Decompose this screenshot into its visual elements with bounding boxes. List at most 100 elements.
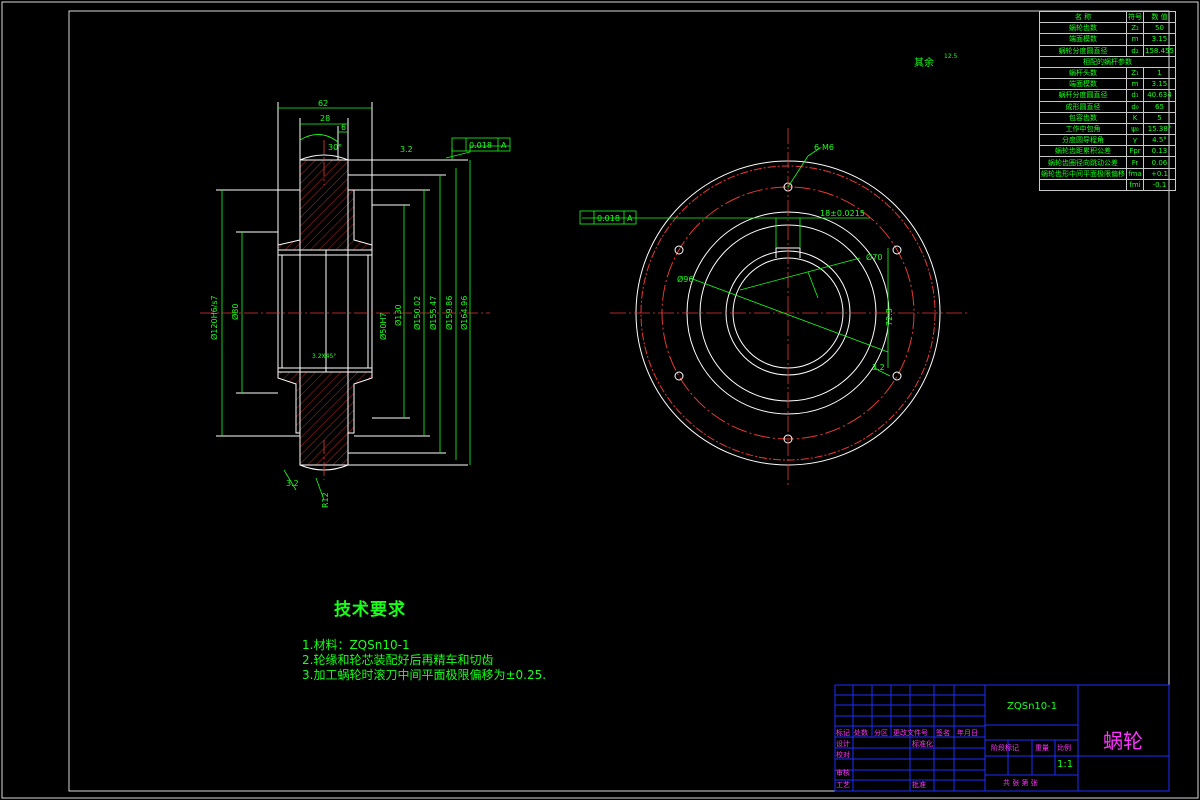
param-name bbox=[1039, 178, 1127, 192]
param-symbol: d₁ bbox=[1126, 89, 1144, 102]
requirement-item-2: 2.轮缘和轮芯装配好后再精车和切齿 bbox=[302, 653, 494, 667]
param-name: 端面模数 bbox=[1039, 78, 1127, 91]
param-symbol: Fpr bbox=[1126, 145, 1144, 158]
dim-rough-right: 3.2 bbox=[872, 363, 885, 372]
table-row: fmi-0.1 bbox=[1039, 178, 1176, 192]
section-centerlines bbox=[200, 140, 490, 480]
param-symbol: Fr bbox=[1126, 156, 1144, 169]
param-value: 50 bbox=[1143, 22, 1176, 35]
tb-label-count: 处数 bbox=[854, 729, 868, 737]
dim-parallel-datum: A bbox=[627, 214, 633, 223]
part-name: 蜗轮 bbox=[1103, 729, 1143, 753]
dim-key-depth: 72.3 bbox=[885, 308, 894, 326]
param-value: 4.5° bbox=[1143, 134, 1176, 147]
dim-runout-tol: 0.018 bbox=[469, 141, 492, 150]
tb-label-stage: 阶段标记 bbox=[991, 744, 1019, 752]
technical-requirements: 技术要求 1.材料：ZQSn10-1 2.轮缘和轮芯装配好后再精车和切齿 3.加… bbox=[302, 595, 546, 683]
param-header-name: 名 称 bbox=[1039, 10, 1127, 24]
param-value: 40.634 bbox=[1143, 89, 1176, 102]
tb-label-check: 校对 bbox=[836, 751, 850, 759]
dim-rough-small: 3.2 bbox=[400, 145, 413, 154]
dim-holes: 6-M6 bbox=[814, 143, 834, 152]
param-symbol: fmi bbox=[1126, 178, 1144, 192]
dim-overall-width: 62 bbox=[318, 99, 328, 108]
param-value: 65 bbox=[1143, 100, 1176, 113]
param-symbol: m bbox=[1126, 33, 1144, 46]
dim-radius: R12 bbox=[321, 492, 330, 508]
param-name: 蜗轮齿距累积公差 bbox=[1039, 145, 1127, 158]
param-value: 158.455 bbox=[1143, 44, 1176, 57]
tb-label-process: 工艺 bbox=[836, 781, 850, 789]
dim-small-width: 6 bbox=[341, 123, 346, 132]
tb-label-approve: 批准 bbox=[912, 781, 926, 789]
dim-key-label: Ø70 bbox=[866, 252, 882, 262]
dim-angle: 30° bbox=[328, 143, 342, 152]
dim-d-159: Ø159.86 bbox=[444, 296, 454, 330]
param-value: 0.13 bbox=[1143, 145, 1176, 158]
title-block: ZQSn10-1 蜗轮 标记 处数 分区 更改文件号 签名 年月日 设计 标准化… bbox=[835, 685, 1169, 791]
dim-rough-left: 3.2 bbox=[286, 479, 299, 488]
param-value: 3.15 bbox=[1143, 78, 1176, 91]
tb-label-date: 年月日 bbox=[957, 729, 978, 737]
tb-label-std: 标准化 bbox=[912, 740, 933, 748]
param-value: 3.15 bbox=[1143, 33, 1176, 46]
tb-label-review: 审核 bbox=[836, 769, 850, 777]
param-value: 5 bbox=[1143, 111, 1176, 124]
dim-datum: A bbox=[501, 141, 507, 150]
dimension-labels: 62 28 6 30° 3.2 0.018 A 3.2X45° Ø120H6/s… bbox=[209, 53, 958, 508]
param-name: 包容齿数 bbox=[1039, 111, 1127, 124]
dim-d-155: Ø155.47 bbox=[428, 296, 438, 330]
tb-label-design: 设计 bbox=[836, 740, 850, 748]
front-dimensions bbox=[579, 147, 891, 377]
param-header-value: 数 值 bbox=[1143, 10, 1176, 24]
param-name: 蜗轮齿数 bbox=[1039, 22, 1127, 35]
dim-parallel-tol: 0.018 bbox=[597, 214, 620, 223]
param-section-row: 相配的蜗杆参数 bbox=[1039, 55, 1176, 68]
dim-hole-circle: Ø96 bbox=[677, 274, 693, 284]
dim-hub-width: 28 bbox=[320, 114, 330, 123]
dim-d-bore: Ø80 bbox=[230, 304, 240, 320]
section-view bbox=[216, 102, 468, 471]
front-centerlines bbox=[610, 128, 970, 485]
runout-tolerance-frame bbox=[451, 137, 511, 152]
dim-d-150: Ø150.02 bbox=[412, 296, 422, 330]
requirements-title: 技术要求 bbox=[334, 600, 406, 620]
surface-roughness-main: 12.5 bbox=[944, 53, 958, 60]
dim-d-outer-left: Ø120H6/s7 bbox=[209, 295, 219, 340]
tb-label-zone: 分区 bbox=[874, 729, 888, 737]
param-header-row: 名 称 符号 数 值 bbox=[1039, 10, 1176, 24]
param-value: -0.1 bbox=[1143, 178, 1176, 192]
param-name: 成形圆直径 bbox=[1039, 100, 1127, 113]
dim-d-164: Ø164.96 bbox=[459, 296, 469, 330]
param-value: 15.38° bbox=[1143, 122, 1176, 136]
param-name: 端面模数 bbox=[1039, 33, 1127, 46]
param-name: 蜗轮齿形中间平面极限偏移 bbox=[1039, 167, 1127, 180]
param-name: 蜗轮齿圈径向跳动公差 bbox=[1039, 156, 1127, 169]
param-symbol: Z₂ bbox=[1126, 22, 1144, 35]
param-value: 1 bbox=[1143, 66, 1176, 80]
param-name: 蜗杆分度圆直径 bbox=[1039, 89, 1127, 102]
param-section-title: 相配的蜗杆参数 bbox=[1039, 55, 1176, 68]
param-symbol: d₀ bbox=[1126, 100, 1144, 113]
sheets-label: 共 张 第 张 bbox=[1003, 779, 1038, 787]
param-symbol: m bbox=[1126, 78, 1144, 91]
param-value: +0.1 bbox=[1143, 167, 1176, 180]
param-name: 工作中包角 bbox=[1039, 122, 1127, 136]
surface-note: 其余 bbox=[914, 56, 934, 69]
param-symbol: fma bbox=[1126, 167, 1144, 180]
param-symbol: K bbox=[1126, 111, 1144, 124]
param-value: 0.06 bbox=[1143, 156, 1176, 169]
